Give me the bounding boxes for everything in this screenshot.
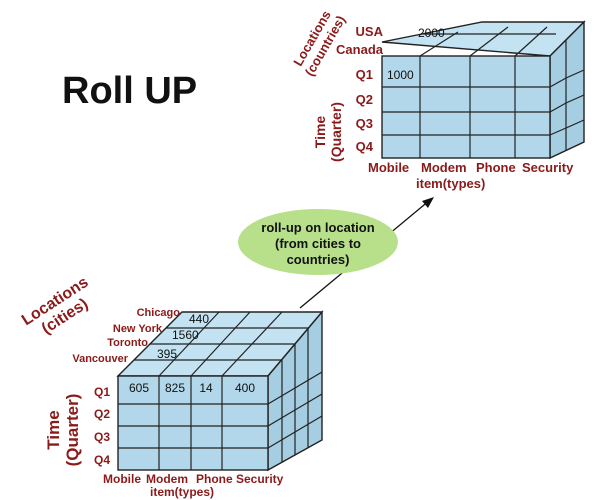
top-cube-front-value: 1000 bbox=[387, 68, 414, 82]
bottom-cube: 440 1560 395 605 825 14 400 Chicago New … bbox=[19, 274, 324, 499]
bottom-cube-newyork-value: 1560 bbox=[172, 328, 199, 342]
svg-text:(Quarter): (Quarter) bbox=[328, 102, 344, 162]
callout-line-1: roll-up on location bbox=[261, 220, 374, 235]
svg-text:(Quarter): (Quarter) bbox=[63, 394, 82, 467]
page-title: Roll UP bbox=[62, 70, 197, 112]
top-cube-item-security: Security bbox=[522, 160, 574, 175]
top-cube-q1: Q1 bbox=[356, 67, 373, 82]
top-cube-top-value: 2000 bbox=[418, 26, 445, 40]
callout-line-3: countries) bbox=[287, 252, 350, 267]
bottom-cube-q1: Q1 bbox=[94, 385, 110, 399]
bottom-cube-item-axis: item(types) bbox=[150, 485, 214, 499]
arrow-head bbox=[422, 197, 434, 208]
bottom-cube-q3: Q3 bbox=[94, 430, 110, 444]
bottom-cube-q1-phone: 14 bbox=[199, 381, 213, 395]
top-cube-item-modem: Modem bbox=[421, 160, 467, 175]
top-cube-item-mobile: Mobile bbox=[368, 160, 409, 175]
top-cube-top-face bbox=[381, 21, 586, 57]
callout-ellipse bbox=[238, 209, 398, 275]
bottom-cube-toronto-value: 395 bbox=[157, 347, 177, 361]
callout-line-2: (from cities to bbox=[275, 236, 361, 251]
top-cube-location-canada: Canada bbox=[336, 42, 384, 57]
bottom-cube-time-axis: Time (Quarter) bbox=[44, 394, 82, 467]
bottom-cube-q4: Q4 bbox=[94, 453, 110, 467]
bottom-cube-item-mobile: Mobile bbox=[103, 472, 141, 486]
bottom-cube-item-security: Security bbox=[236, 472, 284, 486]
bottom-cube-city-vancouver: Vancouver bbox=[72, 353, 128, 365]
bottom-cube-grid bbox=[118, 311, 323, 470]
top-cube-item-phone: Phone bbox=[476, 160, 516, 175]
bottom-cube-item-phone: Phone bbox=[196, 472, 233, 486]
rollup-callout: roll-up on location (from cities to coun… bbox=[238, 209, 398, 275]
bottom-cube-q1-security: 400 bbox=[235, 381, 255, 395]
svg-text:Time: Time bbox=[44, 410, 63, 449]
bottom-cube-q2: Q2 bbox=[94, 407, 110, 421]
bottom-cube-chicago-value: 440 bbox=[189, 312, 209, 326]
bottom-cube-city-newyork: New York bbox=[113, 323, 163, 335]
top-cube-front-face bbox=[381, 55, 551, 159]
top-cube-q2: Q2 bbox=[356, 92, 373, 107]
top-cube-location-usa: USA bbox=[356, 24, 384, 39]
bottom-cube-city-chicago: Chicago bbox=[137, 307, 181, 319]
top-cube-q3: Q3 bbox=[356, 116, 373, 131]
bottom-cube-city-toronto: Toronto bbox=[107, 337, 148, 349]
bottom-cube-locations-axis: Locations (cities) bbox=[19, 274, 92, 338]
top-cube-q4: Q4 bbox=[356, 139, 374, 154]
bottom-cube-front-face bbox=[117, 375, 269, 471]
top-cube-grid bbox=[382, 26, 585, 158]
top-cube-item-axis: item(types) bbox=[416, 176, 485, 191]
bottom-cube-q1-mobile: 605 bbox=[129, 381, 149, 395]
bottom-cube-item-modem: Modem bbox=[146, 472, 188, 486]
top-cube: 2000 1000 USA Canada Q1 Q2 Q3 Q4 Locatio… bbox=[290, 8, 586, 191]
svg-text:Time: Time bbox=[312, 116, 328, 149]
top-cube-time-axis: Time (Quarter) bbox=[312, 102, 344, 162]
bottom-cube-q1-modem: 825 bbox=[165, 381, 185, 395]
